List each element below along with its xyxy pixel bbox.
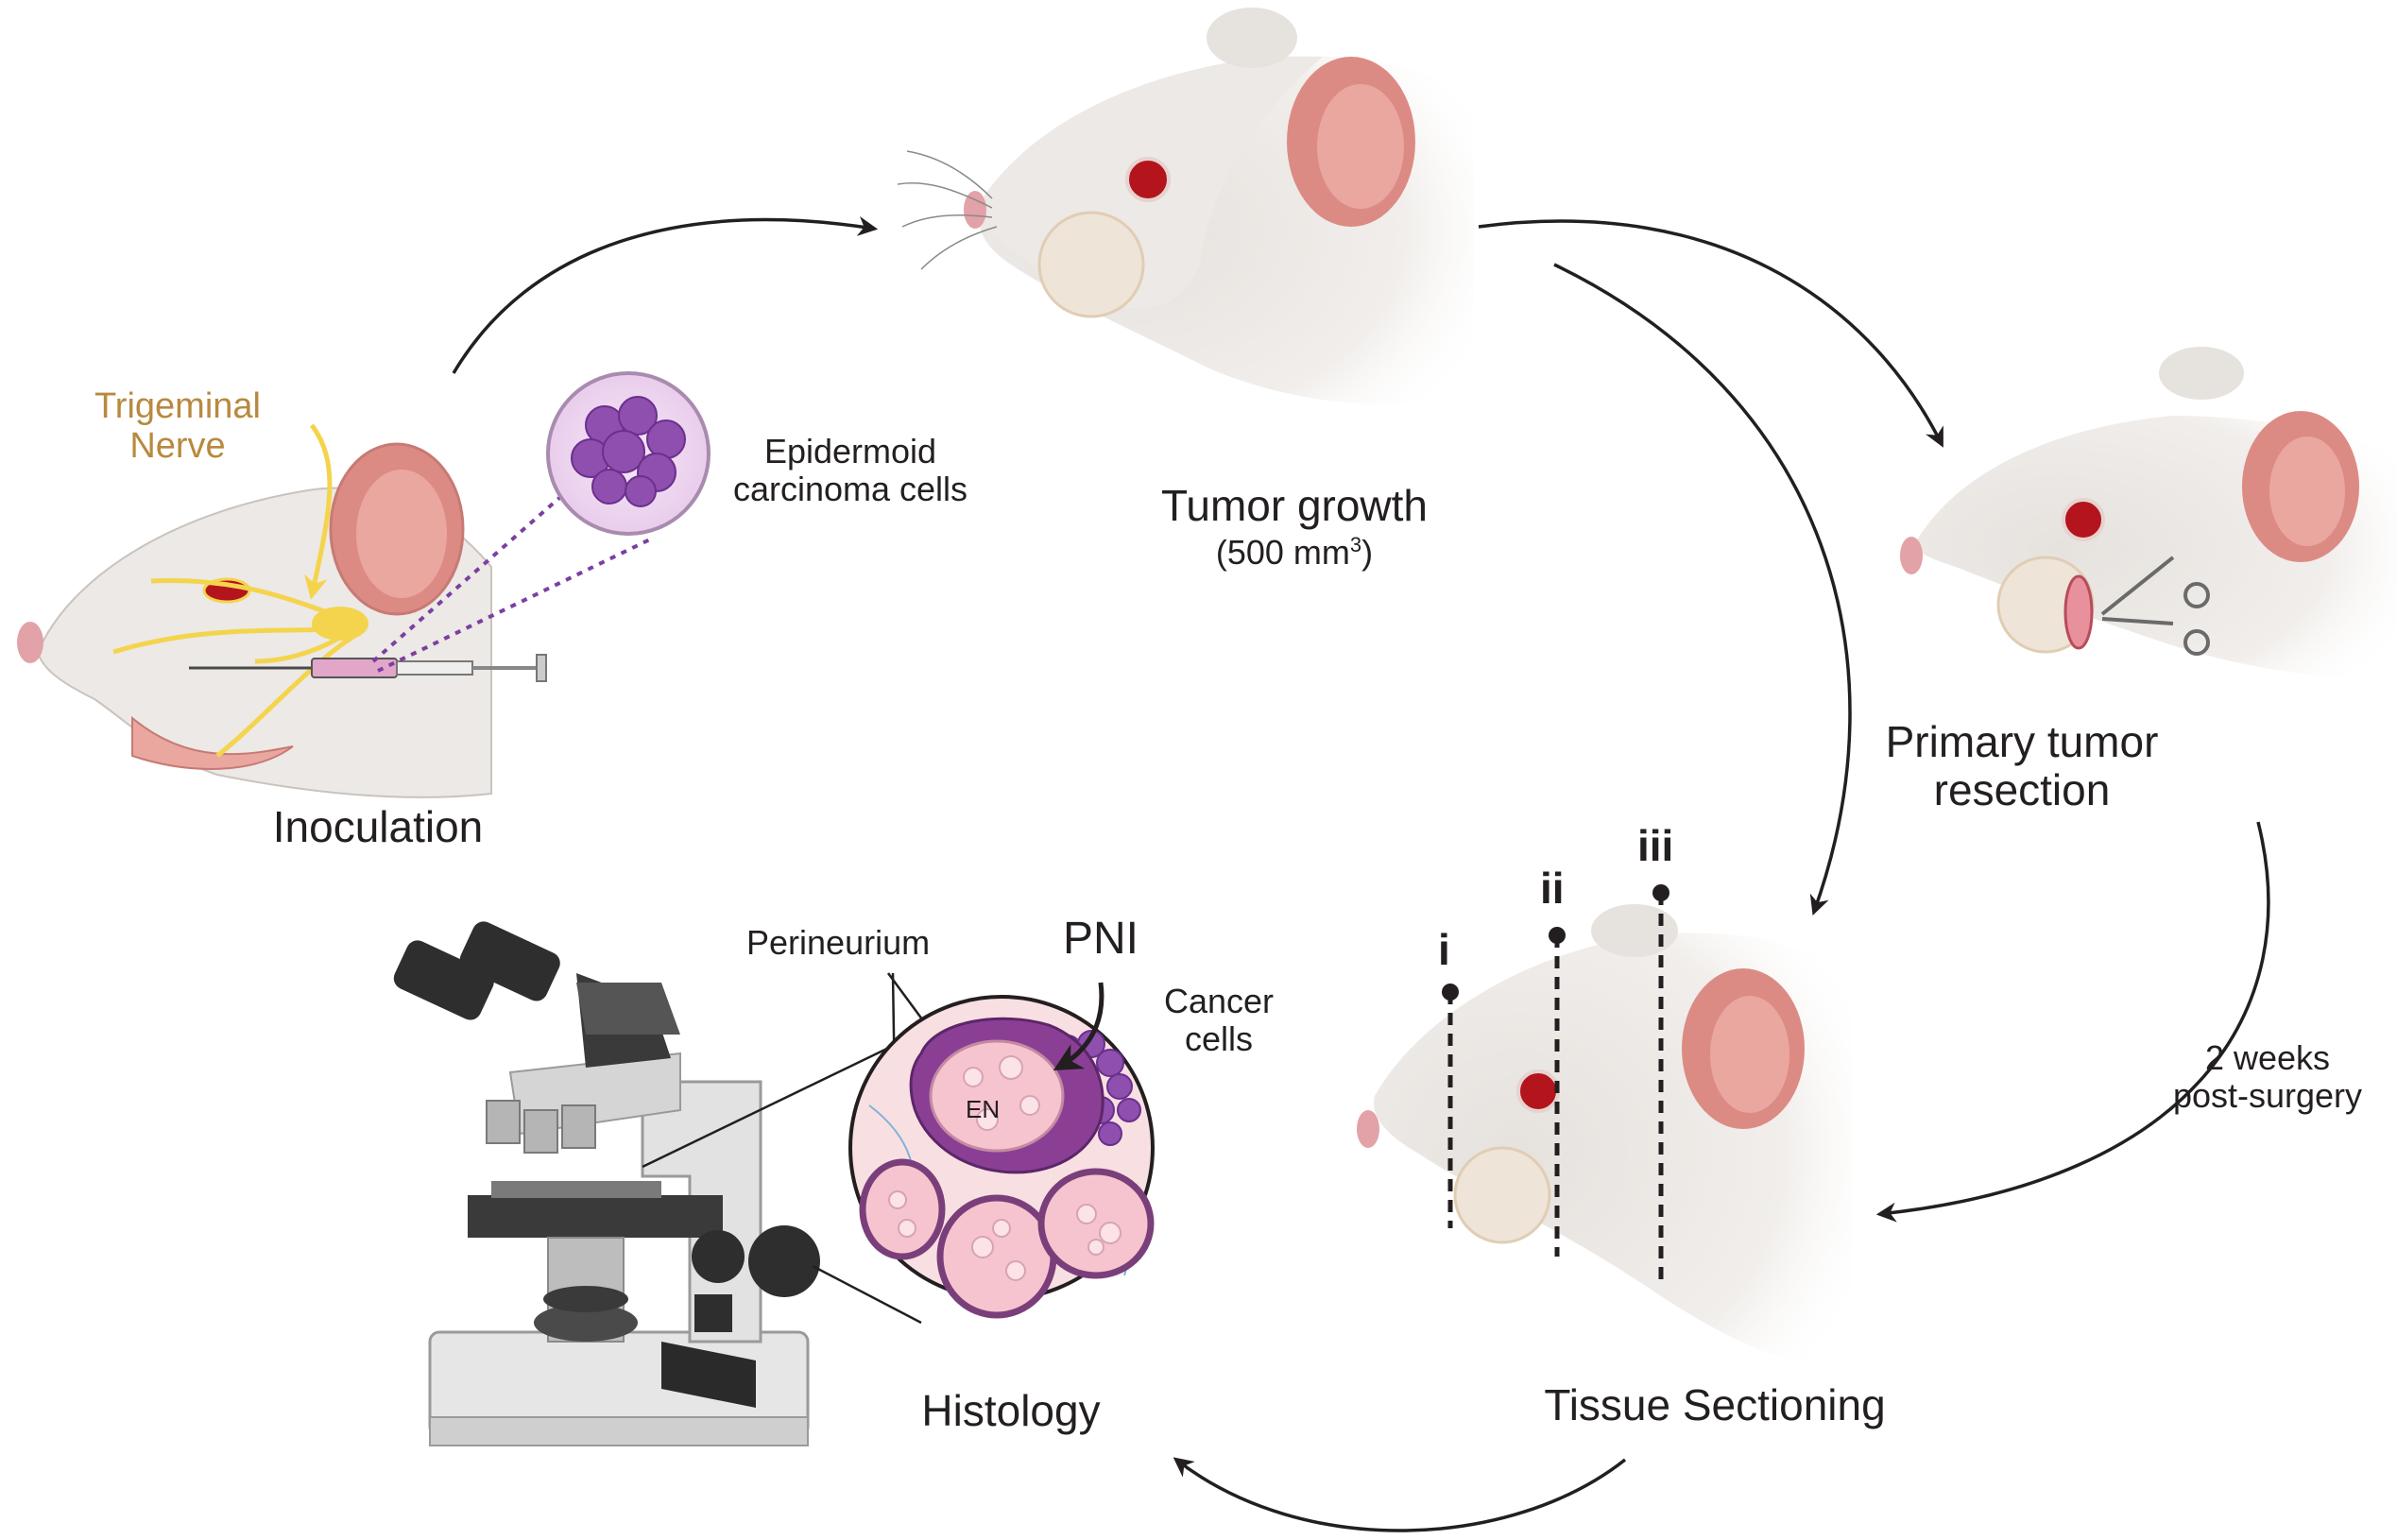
section-marker-i bbox=[1442, 984, 1459, 1001]
arrow-resection-to-sectioning bbox=[1875, 821, 2270, 1223]
trigeminal-label-line2: Nerve bbox=[129, 425, 226, 466]
resection-label-line1: Primary tumor bbox=[1885, 717, 2159, 766]
fascicle-right bbox=[1037, 1168, 1155, 1279]
trigeminal-label-line1: Trigeminal bbox=[94, 386, 261, 426]
resection-label-line2: resection bbox=[1933, 764, 2111, 814]
cell-magnifier-icon bbox=[546, 371, 711, 536]
step-tissue-sectioning-label: Tissue Sectioning bbox=[1544, 1380, 1886, 1429]
arrow-sectioning-to-histology bbox=[1173, 1457, 1627, 1532]
arrow-inoculation-to-growth bbox=[452, 216, 879, 374]
step-resection-label: Primary tumor resection bbox=[1852, 718, 2192, 813]
arrow-growth-to-resection bbox=[1478, 219, 1943, 448]
endoneurium-label: EN bbox=[966, 1095, 1001, 1123]
cancer-cells-label: Cancer cells bbox=[1139, 983, 1299, 1057]
mouse-inoculation bbox=[17, 371, 711, 798]
arrow-growth-to-sectioning bbox=[1553, 263, 1852, 915]
tumor-volume-value: (500 mm bbox=[1215, 533, 1350, 572]
step-inoculation-label: Inoculation bbox=[272, 802, 484, 851]
cancer-label-line1: Cancer bbox=[1163, 982, 1275, 1020]
fascicle-main-inner bbox=[929, 1039, 1065, 1153]
syringe-icon bbox=[189, 654, 547, 682]
step-histology-label: Histology bbox=[921, 1386, 1101, 1435]
section-label-i: i bbox=[1438, 925, 1450, 974]
fascicle-bottom bbox=[936, 1194, 1057, 1319]
section-lines bbox=[1447, 893, 1664, 1285]
mouse-resection bbox=[1900, 347, 2397, 680]
tumor-volume-close: ) bbox=[1361, 533, 1374, 572]
section-label-iii: iii bbox=[1637, 821, 1674, 870]
section-marker-iii bbox=[1652, 884, 1669, 901]
mouse-sectioning bbox=[1357, 884, 1852, 1370]
step-tumor-growth-label: Tumor growth bbox=[1160, 481, 1429, 530]
histology-magnifier-icon bbox=[848, 982, 1155, 1319]
tumor-volume-label: (500 mm3) bbox=[1181, 533, 1408, 572]
cancer-label-line2: cells bbox=[1184, 1018, 1254, 1058]
weeks-post-surgery-label: 2 weeks post-surgery bbox=[2154, 1039, 2381, 1114]
scissors-icon bbox=[2100, 556, 2210, 656]
microscope-icon bbox=[393, 921, 820, 1446]
epidermoid-label-line2: carcinoma cells bbox=[732, 469, 968, 508]
cycle-arrows bbox=[452, 216, 2270, 1532]
weeks-label-line2: post-surgery bbox=[2172, 1075, 2363, 1115]
pni-label: PNI bbox=[1063, 914, 1139, 964]
epidermoid-label-line1: Epidermoid bbox=[763, 432, 937, 471]
weeks-label-line1: 2 weeks bbox=[2204, 1038, 2331, 1077]
section-marker-ii bbox=[1549, 927, 1566, 944]
perineurium-label: Perineurium bbox=[746, 923, 931, 962]
tumor-volume-unit-exp: 3 bbox=[1349, 533, 1362, 556]
fascicle-left bbox=[859, 1158, 946, 1260]
pni-arrow bbox=[1053, 982, 1104, 1070]
section-label-ii: ii bbox=[1540, 864, 1565, 913]
cell-zoom-lines bbox=[371, 489, 653, 673]
epidermoid-label: Epidermoid carcinoma cells bbox=[718, 433, 983, 507]
trigeminal-nerve-label: Trigeminal Nerve bbox=[83, 386, 272, 467]
mouse-tumor-growth bbox=[897, 8, 1474, 405]
